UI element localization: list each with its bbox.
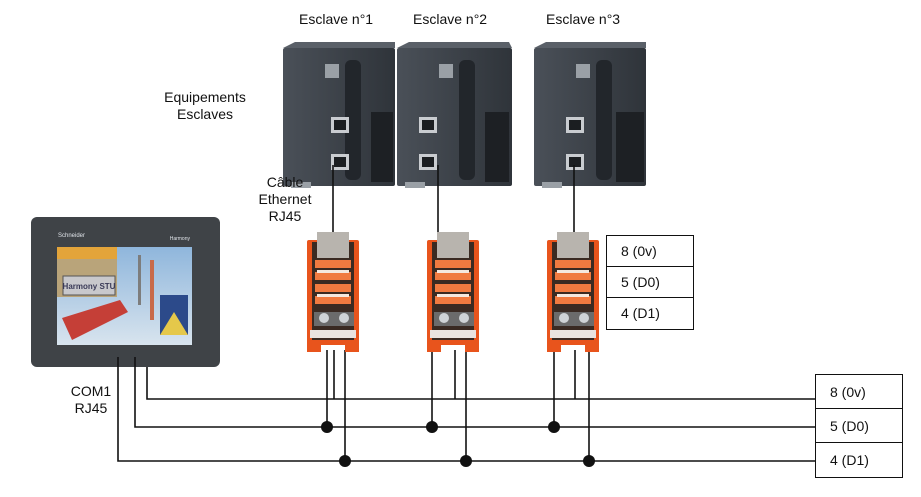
- slave-1-title: Esclave n°1: [299, 11, 374, 27]
- plc-slave-1: [283, 42, 395, 188]
- slave-2-title: Esclave n°2: [413, 11, 488, 27]
- label-line: Câble: [266, 174, 304, 190]
- com-port-label: COM1 RJ45: [67, 383, 115, 417]
- junction-dot: [548, 421, 560, 433]
- hmi-panel: Harmony STU Schneider Harmony: [31, 217, 220, 367]
- pinout-table-slave: 8 (0v) 5 (D0) 4 (D1): [606, 235, 694, 330]
- pinout-table-bus: 8 (0v) 5 (D0) 4 (D1): [815, 374, 903, 478]
- pin-row-d1: 4 (D1): [830, 452, 869, 468]
- junction-dot: [583, 455, 595, 467]
- terminal-block-2: [427, 232, 479, 352]
- terminal-block-1: [307, 232, 359, 352]
- pin-row-d0: 5 (D0): [816, 409, 902, 443]
- slave-3-title: Esclave n°3: [546, 11, 621, 27]
- junction-dot: [339, 455, 351, 467]
- label-line: RJ45: [74, 400, 108, 416]
- label-line: RJ45: [268, 208, 302, 224]
- wire-junctions: [321, 421, 595, 467]
- label-line: COM1: [70, 383, 112, 399]
- hmi-brand-logo: Schneider: [58, 233, 85, 239]
- hmi-screen-caption: Harmony STU: [63, 282, 116, 291]
- pin-row-0v: 8 (0v): [607, 236, 693, 267]
- pin-row-d0: 5 (D0): [607, 267, 693, 298]
- plc-slave-3: [534, 42, 646, 188]
- pin-row-0v: 8 (0v): [816, 375, 902, 409]
- hmi-model-label: Harmony: [170, 236, 191, 242]
- junction-dot: [426, 421, 438, 433]
- wire-d1: [117, 357, 815, 462]
- junction-dot: [460, 455, 472, 467]
- label-line: Equipements: [164, 89, 246, 105]
- junction-dot: [321, 421, 333, 433]
- slave-equipment-label: Equipements Esclaves: [155, 89, 255, 123]
- rs485-bus-wires: [117, 350, 815, 462]
- label-line: Esclaves: [176, 106, 234, 122]
- label-line: Ethernet: [258, 191, 312, 207]
- cable-label: Câble Ethernet RJ45: [254, 174, 316, 225]
- ethernet-cables: [332, 165, 575, 238]
- plc-slave-2: [397, 42, 512, 188]
- terminal-block-3: [547, 232, 599, 352]
- wire-0v: [146, 367, 815, 400]
- wire-d0: [134, 357, 815, 428]
- pin-row-d1: 4 (D1): [621, 305, 660, 321]
